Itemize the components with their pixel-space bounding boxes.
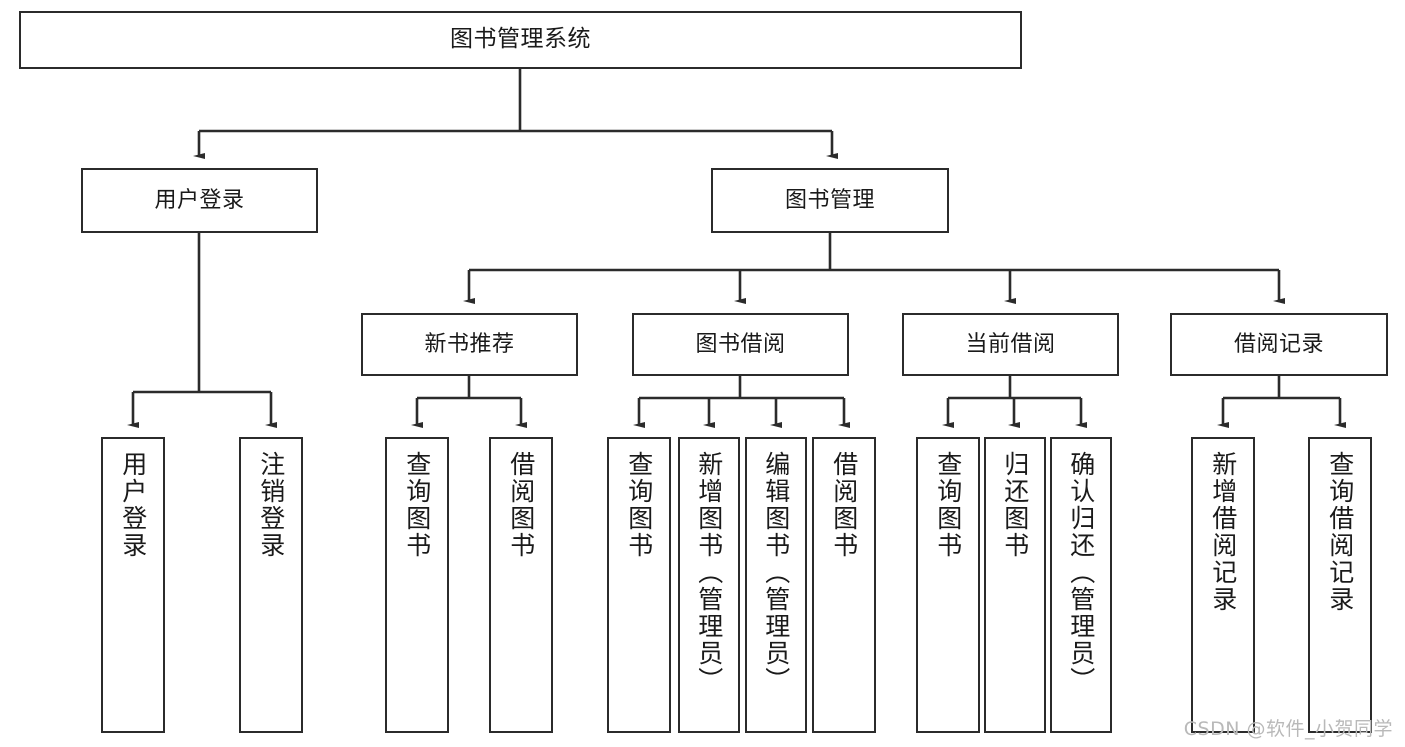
leaf-edit-book-admin[interactable]: 编辑图书（管理员） <box>745 437 807 733</box>
node-root-system[interactable]: 图书管理系统 <box>19 11 1022 69</box>
leaf-confirm-return-admin[interactable]: 确认归还（管理员） <box>1050 437 1112 733</box>
node-book-manage[interactable]: 图书管理 <box>711 168 949 233</box>
node-current-borrow[interactable]: 当前借阅 <box>902 313 1119 376</box>
leaf-return-book[interactable]: 归还图书 <box>984 437 1046 733</box>
node-label: 用户登录 <box>154 187 245 213</box>
node-label: 确认归还（管理员） <box>1066 451 1096 694</box>
csdn-watermark: CSDN @软件_小贺同学 <box>1183 718 1393 740</box>
node-new-book-recommend[interactable]: 新书推荐 <box>361 313 578 376</box>
node-label: 新增图书（管理员） <box>694 451 724 694</box>
node-label: 查询图书 <box>624 451 654 559</box>
leaf-query-book-current[interactable]: 查询图书 <box>916 437 980 733</box>
node-label: 借阅图书 <box>506 451 536 559</box>
node-label: 借阅图书 <box>829 451 859 559</box>
node-label: 当前借阅 <box>965 331 1056 357</box>
leaf-add-book-admin[interactable]: 新增图书（管理员） <box>678 437 740 733</box>
leaf-query-book-borrow[interactable]: 查询图书 <box>607 437 671 733</box>
leaf-query-borrow-record[interactable]: 查询借阅记录 <box>1308 437 1372 733</box>
node-label: 查询借阅记录 <box>1325 451 1355 613</box>
leaf-query-book-recommend[interactable]: 查询图书 <box>385 437 449 733</box>
node-label: 查询图书 <box>933 451 963 559</box>
leaf-user-login[interactable]: 用户登录 <box>101 437 165 733</box>
node-book-borrow[interactable]: 图书借阅 <box>632 313 849 376</box>
node-label: 图书管理系统 <box>450 26 591 53</box>
node-label: 新书推荐 <box>424 331 515 357</box>
node-label: 编辑图书（管理员） <box>761 451 791 694</box>
leaf-borrow-book-borrow[interactable]: 借阅图书 <box>812 437 876 733</box>
node-borrow-record[interactable]: 借阅记录 <box>1170 313 1388 376</box>
leaf-borrow-book-recommend[interactable]: 借阅图书 <box>489 437 553 733</box>
node-label: 归还图书 <box>1000 451 1030 559</box>
node-label: 新增借阅记录 <box>1208 451 1238 613</box>
node-label: 注销登录 <box>256 451 286 559</box>
leaf-user-logout[interactable]: 注销登录 <box>239 437 303 733</box>
node-label: 用户登录 <box>118 451 148 559</box>
node-label: 借阅记录 <box>1233 331 1324 357</box>
node-label: 图书借阅 <box>695 331 786 357</box>
leaf-add-borrow-record[interactable]: 新增借阅记录 <box>1191 437 1255 733</box>
node-label: 图书管理 <box>784 187 875 213</box>
node-user-login[interactable]: 用户登录 <box>81 168 318 233</box>
node-label: 查询图书 <box>402 451 432 559</box>
